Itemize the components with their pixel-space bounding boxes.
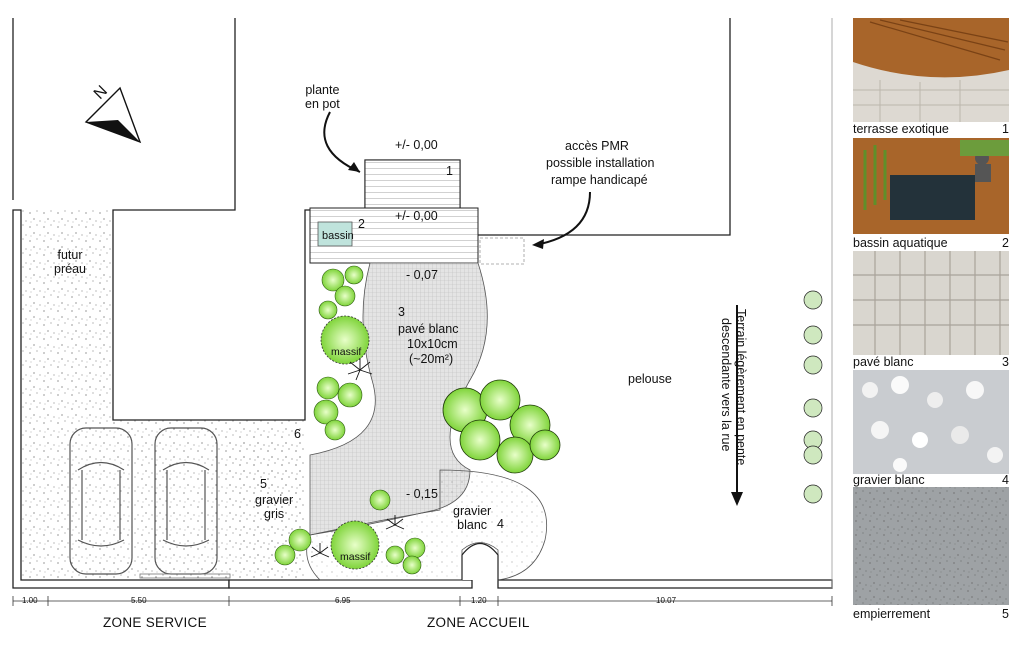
swatch-gravier-blanc <box>853 370 1009 474</box>
label-level-paving: - 0,07 <box>406 268 438 282</box>
car-left <box>69 427 133 575</box>
dimension-4: 1.20 <box>471 596 487 605</box>
label-pmr-2: possible installation <box>546 156 655 170</box>
service-gravel <box>21 210 113 580</box>
material-1: terrasse exotique 1 <box>853 122 1009 136</box>
label-paving-1: pavé blanc <box>398 322 459 336</box>
zone-accueil: ZONE ACCUEIL <box>427 615 530 630</box>
swatch-pave <box>853 251 1009 355</box>
label-level-top: +/- 0,00 <box>395 138 438 152</box>
material-name: gravier blanc <box>853 473 925 487</box>
zone-service: ZONE SERVICE <box>103 615 207 630</box>
label-gravier-blanc: gravier blanc <box>453 504 492 532</box>
label-futur-preau: futur préau <box>54 248 86 276</box>
label-bassin: bassin <box>322 230 354 242</box>
material-5: empierrement 5 <box>853 607 1009 621</box>
dimension-1: 1.00 <box>22 596 38 605</box>
material-name: pavé blanc <box>853 355 914 369</box>
street-wall <box>228 579 473 589</box>
bassin-pool <box>317 221 353 247</box>
label-gravier-blanc-number: 4 <box>497 517 504 531</box>
material-number: 2 <box>1002 236 1009 250</box>
label-massif-bottom: massif <box>340 551 371 563</box>
dimension-3: 6.95 <box>335 596 351 605</box>
label-level-gravel: - 0,15 <box>406 487 438 501</box>
material-name: empierrement <box>853 607 931 621</box>
material-2: bassin aquatique 2 <box>853 236 1009 250</box>
swatch-terrasse <box>853 18 1009 122</box>
label-slope-2: descendante vers la rue <box>719 318 733 452</box>
material-number: 4 <box>1002 473 1009 487</box>
label-bassin-number: 2 <box>358 217 365 231</box>
dimension-line <box>12 596 833 606</box>
material-name: bassin aquatique <box>853 236 948 250</box>
spiky-plants <box>310 358 405 558</box>
material-number: 1 <box>1002 122 1009 136</box>
label-gravier-gris-number: 5 <box>260 477 267 491</box>
step-decking <box>364 159 461 209</box>
terrace-decking <box>309 207 479 264</box>
label-paving-2: 10x10cm <box>407 337 458 351</box>
grey-gravel <box>228 434 305 570</box>
north-arrow-icon: N <box>84 83 142 144</box>
material-3: pavé blanc 3 <box>853 355 1009 369</box>
label-level-mid: +/- 0,00 <box>395 209 438 223</box>
label-plante-en-pot: plante en pot <box>305 83 340 111</box>
label-slope-1: Terrain légèrement en pente <box>734 309 748 466</box>
label-paving-3: (~20m²) <box>409 352 454 366</box>
material-4: gravier blanc 4 <box>853 473 1009 487</box>
swatch-empierrement <box>853 487 1009 605</box>
material-number: 5 <box>1002 607 1009 621</box>
plants <box>274 265 426 575</box>
swatch-bassin <box>853 138 1009 234</box>
label-paving-number: 3 <box>398 305 405 319</box>
pot-arrow <box>323 111 361 173</box>
label-step-number: 1 <box>446 164 453 178</box>
pmr-arrow <box>534 191 591 246</box>
label-gravier-gris: gravier gris <box>255 493 294 521</box>
material-number: 3 <box>1002 355 1009 369</box>
label-pmr-3: rampe handicapé <box>551 173 648 187</box>
dimension-5: 10.07 <box>656 596 677 605</box>
shrub-group <box>442 379 561 474</box>
dimension-2: 5.50 <box>131 596 147 605</box>
label-pmr-1: accès PMR <box>565 139 629 153</box>
material-name: terrasse exotique <box>853 122 949 136</box>
street-wall-right <box>497 579 833 589</box>
label-zone6-number: 6 <box>294 427 301 441</box>
lawn-shrubs <box>803 290 823 504</box>
label-pelouse: pelouse <box>628 372 672 386</box>
label-massif-top: massif <box>331 346 362 358</box>
